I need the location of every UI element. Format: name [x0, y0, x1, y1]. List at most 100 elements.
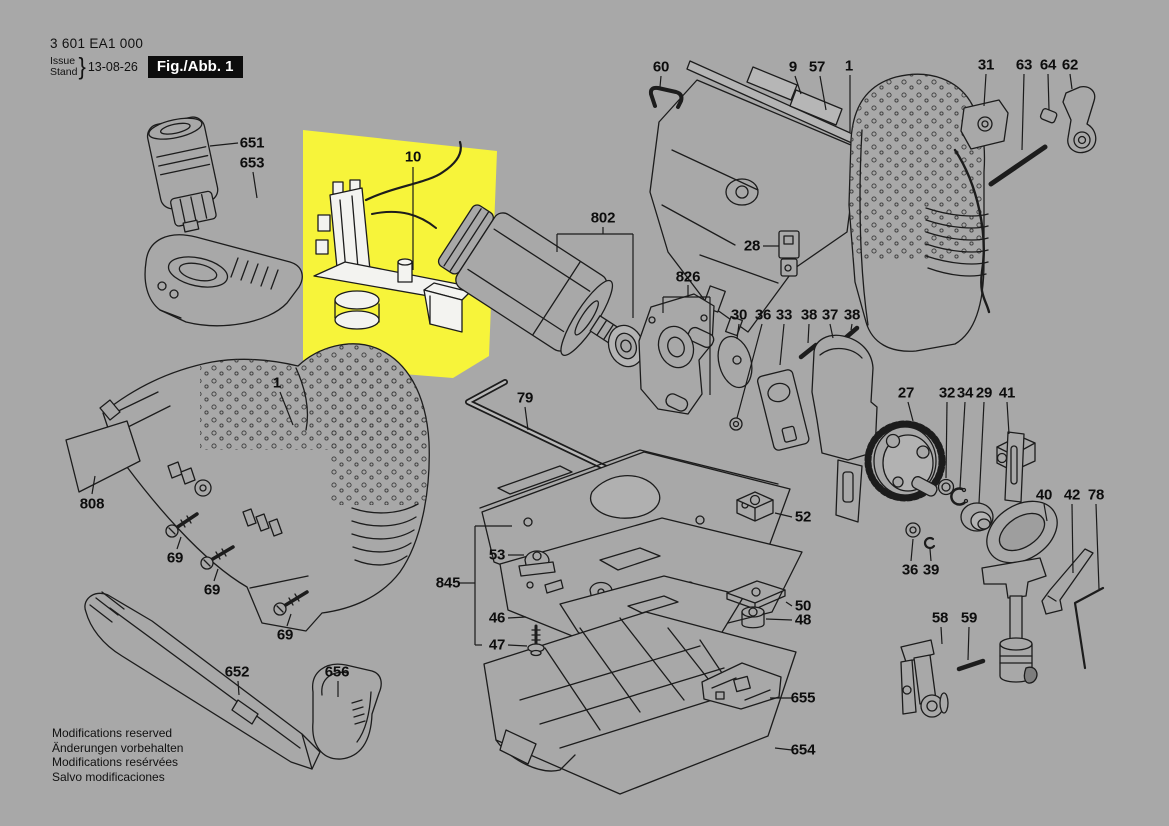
callout-label-655-47: 655 — [790, 689, 816, 707]
callout-label-42-43: 42 — [1063, 486, 1081, 504]
part-plate-31 — [960, 99, 1009, 150]
callout-label-63-8: 63 — [1015, 56, 1033, 74]
callout-label-38-19: 38 — [843, 306, 861, 324]
callout-label-60-3: 60 — [652, 58, 670, 76]
callout-label-32-21: 32 — [938, 384, 956, 402]
callout-label-31-7: 31 — [977, 56, 995, 74]
part-number: 3 601 EA1 000 — [50, 36, 144, 51]
callout-label-28-12: 28 — [743, 237, 761, 255]
part-circlip-34 — [950, 487, 969, 506]
callout-label-845-31: 845 — [435, 574, 461, 592]
callout-label-50-36: 50 — [794, 597, 812, 615]
callout-label-826-13: 826 — [675, 268, 701, 286]
part-motor-802 — [437, 204, 636, 356]
part-housing-half-1-top — [848, 73, 991, 352]
modification-notes: Modifications reserved Änderungen vorbeh… — [52, 726, 183, 784]
part-block-28 — [778, 230, 800, 277]
part-clip-39 — [923, 536, 936, 550]
part-ball-bearing — [607, 324, 645, 368]
figure-badge: Fig./Abb. 1 — [147, 56, 243, 78]
callout-leader-lines — [91, 73, 1100, 751]
callout-label-656-46: 656 — [324, 663, 350, 681]
part-gear-27 — [864, 420, 946, 502]
part-switch-module-10 — [313, 140, 471, 333]
part-lever-42 — [1041, 548, 1094, 615]
callout-label-654-48: 654 — [790, 741, 816, 759]
callout-label-52-35: 52 — [794, 508, 812, 526]
callout-label-808-27: 808 — [79, 495, 105, 513]
part-screw-47 — [527, 624, 545, 657]
note-line-en: Modifications reserved — [52, 726, 173, 740]
part-plunger-40 — [981, 431, 1058, 684]
callout-label-79-25: 79 — [516, 389, 534, 407]
callout-label-1-26: 1 — [272, 374, 282, 392]
part-clamp-53 — [518, 550, 556, 577]
callout-label-30-14: 30 — [730, 306, 748, 324]
part-lever-62 — [1062, 86, 1097, 154]
part-ring-32 — [937, 478, 955, 496]
callout-label-47-34: 47 — [488, 636, 506, 654]
part-screw-69c — [273, 590, 309, 616]
part-cover-37 — [811, 334, 878, 523]
callout-label-64-9: 64 — [1039, 56, 1057, 74]
callout-label-69-28: 69 — [166, 549, 184, 567]
callout-label-41-24: 41 — [998, 384, 1016, 402]
callout-label-37-18: 37 — [821, 306, 839, 324]
callout-label-10-2: 10 — [404, 148, 422, 166]
part-sticker-9 — [746, 66, 798, 101]
part-battery-651 — [146, 116, 219, 233]
part-pin-59 — [956, 658, 986, 672]
part-roller-bracket-58 — [900, 639, 949, 718]
part-ring-36a — [729, 417, 743, 431]
part-disc-30 — [717, 335, 753, 389]
callout-label-36-38: 36 — [901, 561, 919, 579]
part-clamp-655 — [701, 662, 782, 710]
callout-label-651-0: 651 — [239, 134, 265, 152]
callout-label-53-32: 53 — [488, 546, 506, 564]
callout-label-59-41: 59 — [960, 609, 978, 627]
callout-label-57-5: 57 — [808, 58, 826, 76]
callout-label-36-15: 36 — [754, 306, 772, 324]
part-wire-78 — [1073, 586, 1105, 670]
part-pin-63 — [988, 144, 1048, 187]
callout-label-29-23: 29 — [975, 384, 993, 402]
part-rod-79 — [465, 379, 653, 492]
part-charger-653 — [144, 234, 303, 327]
issue-label: Issue — [50, 55, 76, 67]
callout-label-39-39: 39 — [922, 561, 940, 579]
part-nut-52 — [736, 491, 774, 522]
callout-label-78-44: 78 — [1087, 486, 1105, 504]
part-sticker-808 — [65, 420, 141, 493]
part-chassis-inner — [649, 60, 859, 337]
callout-label-34-22: 34 — [956, 384, 974, 402]
callout-label-1-6: 1 — [844, 57, 854, 75]
callout-label-69-30: 69 — [276, 626, 294, 644]
callout-label-62-10: 62 — [1061, 56, 1079, 74]
part-plate-33 — [756, 369, 810, 451]
part-screw-69a — [165, 512, 199, 538]
note-line-fr: Modifications resérvées — [52, 755, 179, 769]
part-gear-housing-826 — [638, 293, 715, 415]
part-ring-36b — [905, 522, 921, 538]
part-housing-half-1-left — [99, 343, 430, 632]
callout-label-69-29: 69 — [203, 581, 221, 599]
part-sticker-57 — [789, 89, 843, 126]
callout-label-9-4: 9 — [788, 58, 798, 76]
part-blower-tube-652 — [84, 591, 321, 770]
part-cover-656 — [312, 663, 382, 760]
callout-label-27-20: 27 — [897, 384, 915, 402]
note-line-es: Salvo modificaciones — [52, 769, 165, 784]
callout-label-653-1: 653 — [239, 154, 265, 172]
stand-label: Stand — [50, 66, 78, 78]
callout-label-48-37: 48 — [794, 611, 812, 629]
part-clip-60 — [648, 85, 684, 109]
part-grommet-48 — [741, 606, 765, 629]
callout-label-58-40: 58 — [931, 609, 949, 627]
issue-date: 13-08-26 — [87, 60, 138, 74]
brace-glyph: } — [78, 52, 86, 81]
part-pin-38a — [798, 342, 819, 360]
callout-label-38-17: 38 — [800, 306, 818, 324]
part-sleeve-64 — [1039, 108, 1058, 124]
